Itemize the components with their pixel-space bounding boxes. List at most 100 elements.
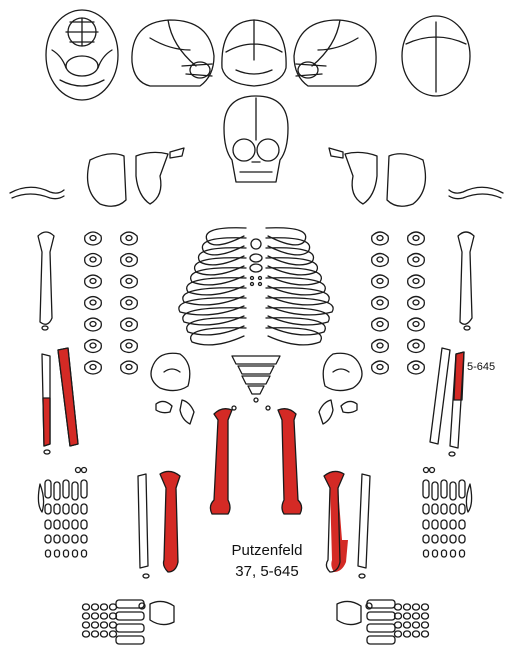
metacarpal [54,482,60,500]
vertebra-foramen [90,279,96,284]
sacrum [232,356,280,402]
vertebra [408,254,425,267]
vertebra-foramen [413,279,419,284]
thumb-metacarpal [38,484,43,512]
vertebra-foramen [126,257,132,262]
metacarpal [72,482,78,500]
vertebra [372,361,389,374]
foot-phalanx [92,613,99,619]
vertebra-foramen [413,257,419,262]
rib-right [266,328,321,345]
site-name-label: Putzenfeld [212,542,322,559]
vertebra [85,361,102,374]
foot-phalanx [83,613,90,619]
pelvis-left [151,353,194,424]
vertebra [372,232,389,245]
vertebra [121,275,138,288]
vertebra-foramen [126,236,132,241]
phalanx [82,550,87,557]
vertebra-foramen [90,365,96,370]
carpal [82,468,87,473]
foot-phalanx [404,631,411,637]
phalanx [442,550,447,557]
metatarsal [116,624,144,632]
vertebra [85,232,102,245]
site-ids-label: 37, 5-645 [212,563,322,580]
phalanx [441,535,447,543]
vertebra [85,275,102,288]
rib-left [198,248,246,265]
phalanx [441,520,447,529]
vertebra [372,340,389,353]
vertebra-foramen [413,365,419,370]
shoulder-girdle-left [10,148,184,206]
sternum [250,239,262,286]
foot-left [83,600,175,644]
vertebra-foramen [377,343,383,348]
phalanx [432,535,438,543]
rib-cage [179,228,333,345]
rib-right [266,248,314,265]
phalanx [64,550,69,557]
vertebra [121,232,138,245]
metacarpal [459,480,465,498]
vertebra [372,254,389,267]
vertebra-foramen [90,236,96,241]
rib-left [195,258,246,275]
phalanx [63,535,69,543]
phalanx [54,504,60,514]
vertebra-foramen [377,236,383,241]
metatarsal [367,636,395,644]
phalanx [423,520,429,529]
forearm-left [42,348,78,454]
lower-leg-right [324,471,370,578]
vertebra-foramen [413,236,419,241]
rib-left [191,328,246,345]
phalanx [45,520,51,529]
foot-phalanx [92,631,99,637]
vertebra [121,254,138,267]
phalanx [63,504,69,514]
foot-phalanx [83,604,90,610]
metacarpal [450,482,456,500]
foot-phalanx [101,613,108,619]
hand-left [38,468,87,558]
rib-right [266,268,321,285]
vertebra [85,254,102,267]
vertebra [408,232,425,245]
vertebra-foramen [126,322,132,327]
rib-left [202,238,246,255]
phalanx [450,504,456,514]
phalanx [432,520,438,529]
rib-right [266,228,306,245]
carpal [424,468,429,473]
metatarsal [116,636,144,644]
vertebra-foramen [377,279,383,284]
foot-phalanx [101,622,108,628]
phalanx [46,550,51,557]
vertebra [121,361,138,374]
vertebra [372,297,389,310]
phalanx [63,520,69,529]
foot-phalanx [422,613,429,619]
specimen-side-label: 5-645 [467,361,495,373]
skull-lateral-right [294,20,376,86]
vertebra [408,340,425,353]
vertebra-foramen [90,300,96,305]
vertebra [372,318,389,331]
rib-left [183,288,246,305]
vertebra [408,275,425,288]
foot-phalanx [404,622,411,628]
phalanx [460,550,465,557]
foot-phalanx [413,622,420,628]
foot-phalanx [83,631,90,637]
phalanx [433,550,438,557]
foot-phalanx [92,622,99,628]
calcaneus [150,601,174,624]
foot-phalanx [422,631,429,637]
phalanx [424,550,429,557]
foot-phalanx [413,631,420,637]
phalanx [73,550,78,557]
skull-posterior-view [222,20,286,86]
vertebra-foramen [377,257,383,262]
